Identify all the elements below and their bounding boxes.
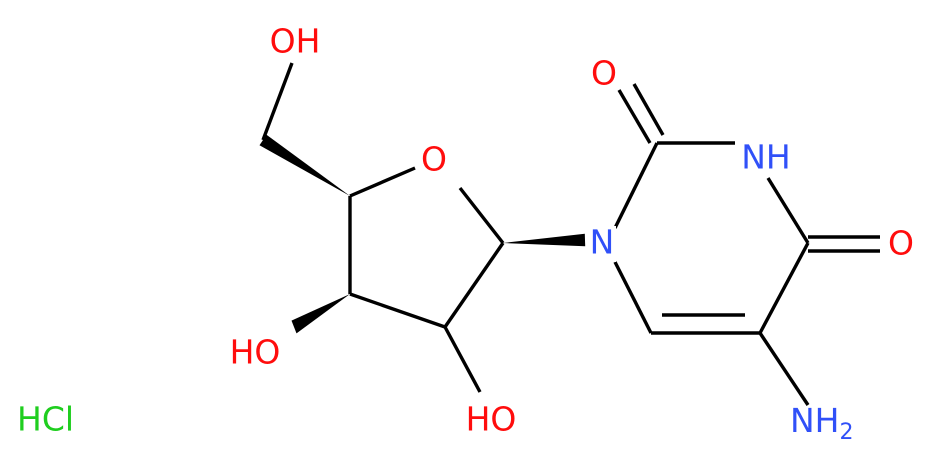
bond-o-ring-c4 <box>349 166 416 198</box>
atom-ho-bottom: HO <box>466 400 517 439</box>
bond-c2-c1 <box>443 242 505 328</box>
bond-c1-o-ring <box>458 186 505 245</box>
wedge-c3-oh <box>291 294 350 334</box>
bond-c5-nh2 <box>758 332 810 406</box>
atom-ho-left: HO <box>230 333 281 372</box>
atom-oh-top: OH <box>270 22 321 61</box>
atom-hcl: HCl <box>17 400 74 439</box>
atom-nh2: NH2 <box>790 401 854 446</box>
wedge-c1-n1 <box>503 233 586 247</box>
atom-o-c2: O <box>591 54 617 93</box>
bond-c2-oh <box>443 326 482 393</box>
atom-o-c4: O <box>888 224 914 263</box>
atom-nh2-main: NH <box>790 401 840 440</box>
atom-nh: NH <box>741 138 791 177</box>
atom-nh2-sub: 2 <box>840 420 854 445</box>
bond-c4-c5 <box>758 242 810 334</box>
bond-c2-o-b <box>632 83 665 136</box>
atom-n1: N <box>590 223 615 262</box>
bond-c3-c2 <box>349 292 446 329</box>
bond-c5-oh <box>261 62 294 141</box>
bond-c2-o-a <box>617 89 652 144</box>
bond-n1-c2 <box>613 142 659 229</box>
bond-c6-n1 <box>613 261 653 334</box>
atom-o-ring: O <box>421 140 447 179</box>
wedge-c4-c5 <box>259 134 350 196</box>
bond-n3-c4 <box>766 177 810 244</box>
